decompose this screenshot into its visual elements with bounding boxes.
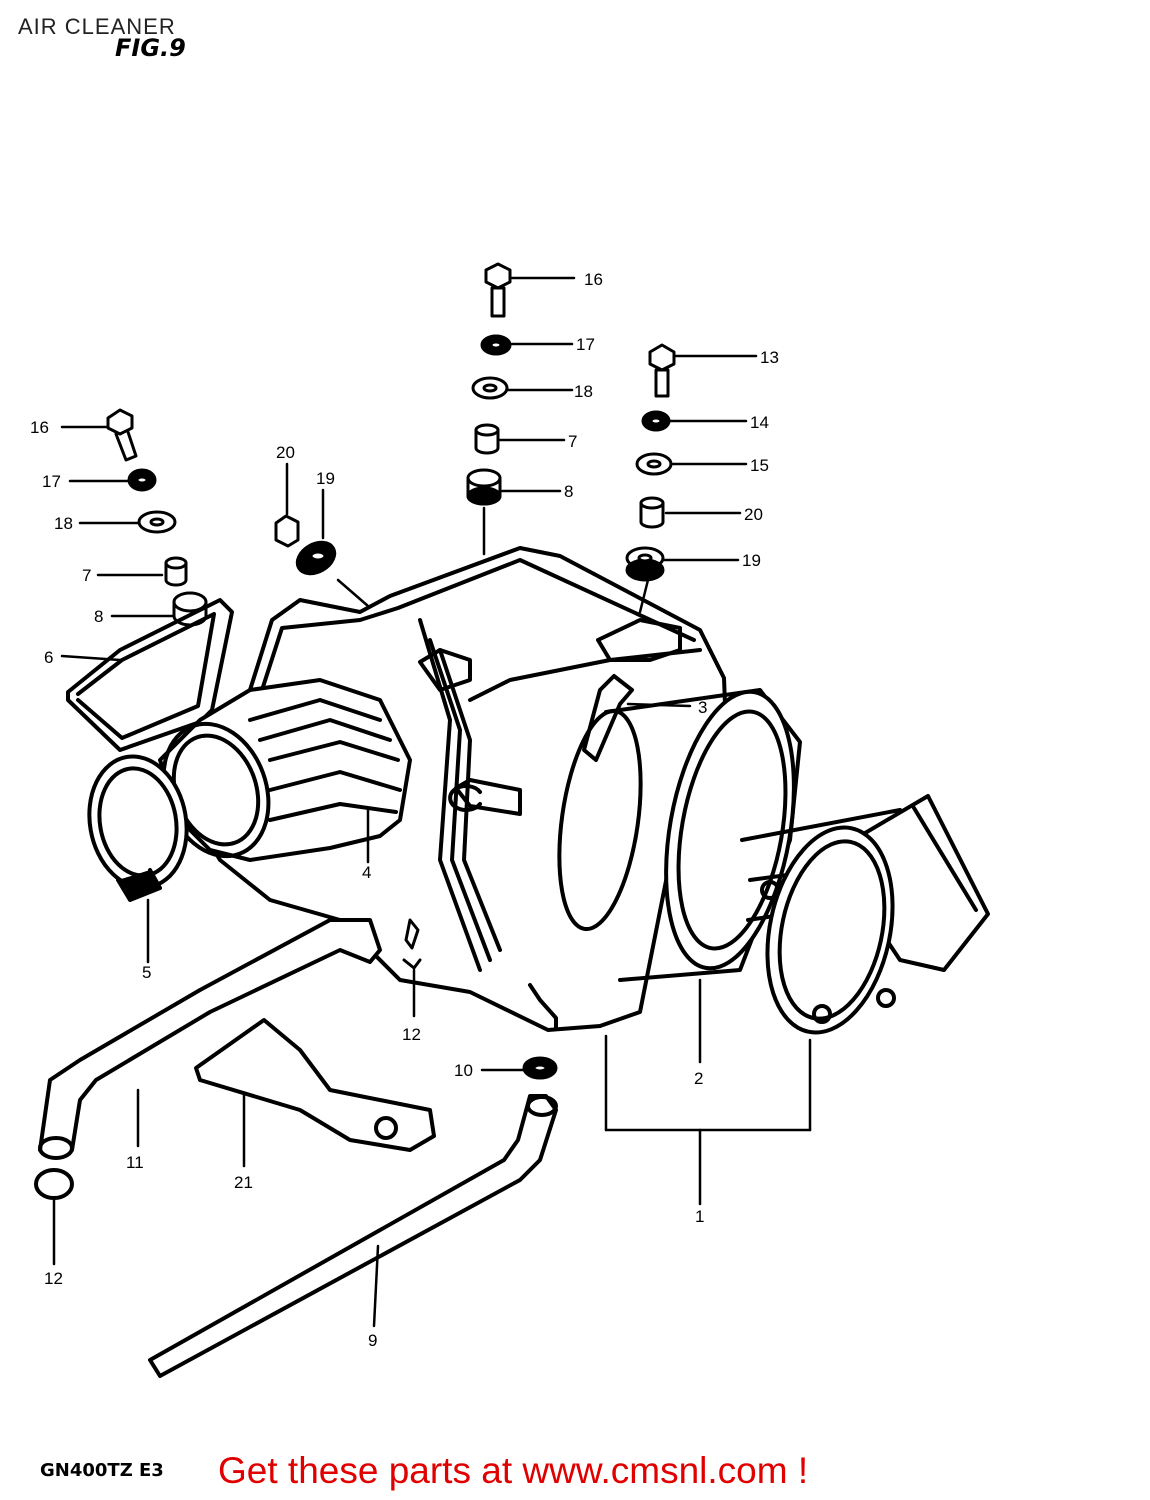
clamp-12-upper[interactable] — [402, 918, 422, 970]
clip-3[interactable] — [582, 674, 634, 762]
bolt-16-left[interactable] — [106, 408, 138, 462]
lock-washer-17-top[interactable] — [480, 334, 512, 356]
callout-20-mid: 20 — [276, 443, 295, 462]
drain-hose-11[interactable] — [38, 918, 382, 1160]
callout-21: 21 — [234, 1173, 253, 1192]
callout-2: 2 — [694, 1069, 703, 1088]
callout-8-top: 8 — [564, 482, 573, 501]
callout-15: 15 — [750, 456, 769, 475]
outlet-boot-4[interactable] — [146, 678, 412, 871]
callout-7-top: 7 — [568, 432, 577, 451]
filter-cover[interactable] — [750, 794, 990, 1044]
clamp-5[interactable] — [79, 749, 196, 902]
lock-washer-14[interactable] — [641, 410, 671, 432]
callout-17-top: 17 — [576, 335, 595, 354]
model-code: GN400TZ E3 — [40, 1460, 164, 1481]
collar-20-right[interactable] — [639, 496, 665, 529]
callout-12-upper: 12 — [402, 1025, 421, 1044]
bolt-16-top[interactable] — [484, 262, 512, 318]
clamp-12-lower[interactable] — [34, 1168, 74, 1200]
grommet-19-mid[interactable] — [292, 536, 341, 580]
callout-18-top: 18 — [574, 382, 593, 401]
callout-1: 1 — [695, 1207, 704, 1226]
washer-18-top[interactable] — [471, 376, 509, 400]
bolt-13[interactable] — [648, 343, 676, 398]
grommet-8-top[interactable] — [466, 468, 502, 506]
callout-16-left: 16 — [30, 418, 49, 437]
callout-7-left: 7 — [82, 566, 91, 585]
callout-14: 14 — [750, 413, 769, 432]
callout-5: 5 — [142, 963, 151, 982]
collar-20-mid[interactable] — [274, 514, 300, 548]
bracket-6[interactable] — [66, 598, 234, 752]
callout-labels: 16 17 18 7 8 13 14 15 20 19 16 17 18 7 8… — [30, 270, 779, 1350]
collar-7-top[interactable] — [474, 423, 500, 455]
callout-9: 9 — [368, 1331, 377, 1350]
filter-element-2[interactable] — [547, 682, 902, 982]
callout-17-left: 17 — [42, 472, 61, 491]
callout-8-left: 8 — [94, 607, 103, 626]
tool-bag-21[interactable] — [194, 1018, 436, 1152]
callout-12-lower: 12 — [44, 1269, 63, 1288]
callout-13: 13 — [760, 348, 779, 367]
lock-washer-17-left[interactable] — [127, 468, 157, 492]
callout-19-right: 19 — [742, 551, 761, 570]
grommet-19-right[interactable] — [625, 546, 665, 582]
callout-4: 4 — [362, 863, 371, 882]
washer-15[interactable] — [635, 452, 673, 476]
callout-19-mid: 19 — [316, 469, 335, 488]
figure-label: FIG.9 — [115, 34, 186, 62]
clamp-10[interactable] — [522, 1056, 558, 1080]
collar-7-left[interactable] — [164, 556, 188, 587]
leader-lines — [52, 276, 812, 1328]
callout-16-top: 16 — [584, 270, 603, 289]
callout-3: 3 — [698, 698, 707, 717]
callout-20-right: 20 — [744, 505, 763, 524]
page-title: AIR CLEANER — [18, 14, 176, 39]
callout-10: 10 — [454, 1061, 473, 1080]
callout-6: 6 — [44, 648, 53, 667]
callout-18-left: 18 — [54, 514, 73, 533]
callout-11: 11 — [126, 1153, 144, 1172]
promo-link[interactable]: Get these parts at www.cmsnl.com ! — [218, 1450, 809, 1491]
breather-hose-9[interactable] — [148, 1094, 558, 1378]
washer-18-left[interactable] — [137, 510, 177, 534]
